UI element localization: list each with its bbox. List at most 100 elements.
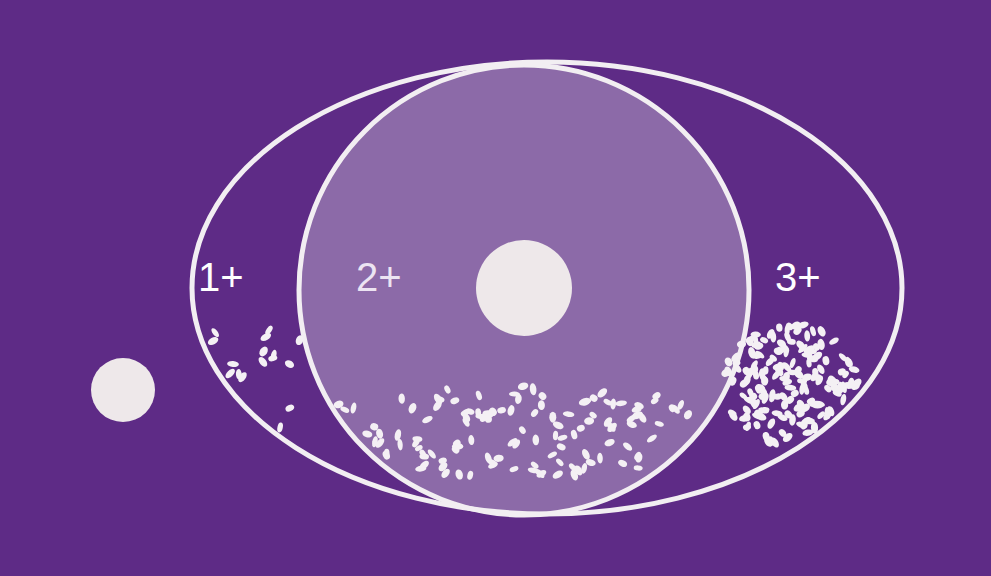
particle [333,399,345,409]
particle [748,391,759,402]
particle [850,381,861,391]
particle [795,408,806,418]
particle [753,341,764,350]
particle [537,391,548,402]
particle [802,429,814,437]
particle [754,349,766,360]
particle [475,390,483,401]
particle [631,410,644,421]
particle [779,346,788,353]
particle [670,403,681,415]
particle [576,424,586,433]
particle [603,438,615,448]
particle [511,438,522,450]
particle [460,408,471,418]
particle [556,442,567,451]
particle [682,409,693,421]
particle [597,453,603,464]
particle [596,386,609,399]
particle [738,378,750,390]
particle [736,340,746,349]
particle [257,355,269,368]
particle [407,402,418,415]
particle [824,407,831,420]
particle [768,392,777,403]
particle [738,414,751,423]
side-disk [91,358,155,422]
particle [720,367,732,378]
particle [634,465,643,471]
particle [797,343,809,355]
particle [622,441,634,452]
particle [797,401,807,411]
particle [284,403,295,413]
particle [517,381,529,391]
particle [236,369,242,380]
particle [654,420,664,428]
particle [723,356,734,368]
particle [745,367,754,380]
particle [776,323,783,332]
particle [727,410,739,423]
particle [398,393,405,404]
particle [466,470,474,480]
particle [588,393,599,403]
particle [799,383,806,395]
particle [801,352,813,359]
particle [646,433,658,444]
particle [276,422,283,433]
particle [570,429,578,440]
particle [651,391,662,401]
particle [766,417,777,430]
particle [534,467,546,479]
particle [793,365,803,376]
particle [832,388,843,398]
particle [580,448,591,461]
particle [493,454,504,462]
particle [532,434,539,445]
particle [584,417,595,425]
particle [816,410,826,420]
particle [443,384,452,394]
particle [529,383,537,396]
particle [397,439,403,451]
zone-circle [299,65,749,515]
grade-label: 1+ [198,257,244,297]
particle [264,324,274,336]
particle [509,391,520,396]
particle [509,465,519,473]
particle [573,464,585,477]
particle [468,435,475,445]
particle [268,354,278,362]
particle [804,330,810,342]
particle [549,412,556,423]
particle [765,328,776,340]
particle [478,410,491,423]
particle [754,411,768,422]
particle-clusters [207,320,864,482]
particle [606,421,619,434]
particle [547,450,558,459]
particle [783,331,792,342]
particle [440,467,452,479]
particle [809,326,817,337]
particle [617,459,628,469]
particle [562,411,574,418]
particle [418,448,427,458]
particle [449,396,460,405]
particle [828,378,840,386]
particle [506,404,515,416]
particle [634,452,643,463]
particle [781,361,793,374]
particle [518,425,527,435]
particle [210,327,220,338]
particle [841,370,850,380]
grade-label: 3+ [775,257,821,297]
particle [728,376,738,387]
particle [553,431,559,441]
particle [551,469,564,480]
particle [810,350,823,363]
particle [772,362,783,371]
particle [615,400,627,407]
particle [759,336,769,344]
